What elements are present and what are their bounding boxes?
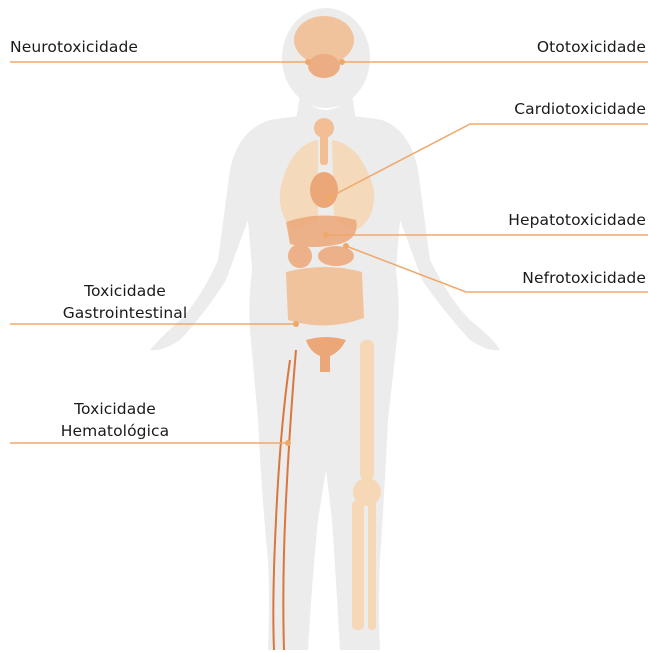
leader-neuro-dot <box>305 59 311 65</box>
hematologic-toxicity-label: Toxicidade Hematológica <box>40 398 190 442</box>
leader-nefro-dot <box>343 243 349 249</box>
leader-hemato-dot <box>285 440 291 446</box>
body-silhouette <box>150 8 500 650</box>
gastro-label-line1: Toxicidade <box>40 280 210 302</box>
heart-organ <box>310 172 338 208</box>
ototoxicity-label: Ototoxicidade <box>537 36 646 58</box>
leader-cardio-dot <box>325 195 331 201</box>
gastrointestinal-toxicity-label: Toxicidade Gastrointestinal <box>40 280 210 324</box>
intestines-organ <box>286 267 364 326</box>
neurotoxicity-label: Neurotoxicidade <box>10 36 138 58</box>
cardiotoxicity-label: Cardiotoxicidade <box>514 98 646 120</box>
leader-oto-dot <box>339 59 345 65</box>
leader-gastro-dot <box>293 321 299 327</box>
hemato-label-line2: Hematológica <box>40 420 190 442</box>
hemato-label-line1: Toxicidade <box>40 398 190 420</box>
nephrotoxicity-label: Nefrotoxicidade <box>522 267 646 289</box>
hepatotoxicity-label: Hepatotoxicidade <box>508 209 646 231</box>
gastro-label-line2: Gastrointestinal <box>40 302 210 324</box>
leader-hepato-dot <box>323 232 329 238</box>
